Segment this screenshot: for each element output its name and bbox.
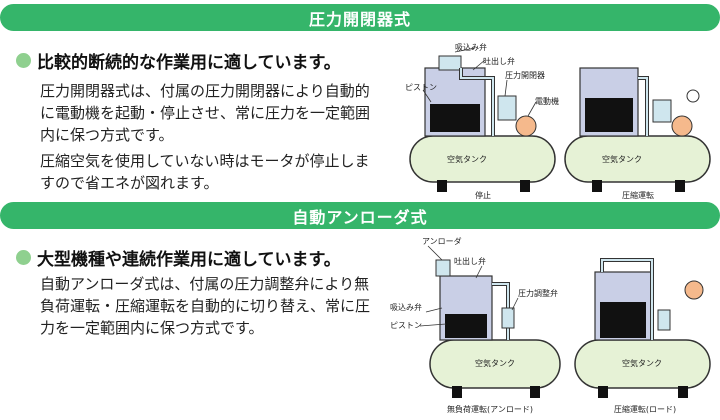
- label-intake-valve: 吸込み弁: [390, 302, 422, 312]
- label-pressure-switch: 圧力開閉器: [505, 70, 545, 80]
- section-banner-pressure-switch: 圧力開閉器式: [0, 4, 720, 31]
- label-pressure-regulator: 圧力調整弁: [518, 288, 558, 298]
- section-title: 圧力開閉器式: [308, 9, 411, 29]
- caption-load: 圧縮運転(ロード): [614, 404, 676, 414]
- label-tank: 空気タンク: [447, 154, 487, 164]
- heading-text: 大型機種や連続作業用に適しています。: [37, 250, 341, 270]
- caption-compression-running: 圧縮運転: [622, 190, 654, 200]
- label-piston: ピストン: [390, 321, 422, 330]
- caption-stop: 停止: [475, 190, 491, 200]
- paragraph: 圧縮空気を使用していない時はモータが停止しますので省エネが図れます。: [40, 152, 370, 192]
- caption-unload: 無負荷運転(アンロード): [447, 404, 533, 414]
- pressure-switch-diagram: 吸込み弁 吐出し弁 圧力開閉器 ピストン 電動機 空気タンク 停止 空気タンク …: [405, 42, 711, 200]
- compressor-unload: アンローダ 吐出し弁 圧力調整弁 吸込み弁 ピストン 空気タンク 無負荷運転(ア…: [390, 236, 561, 414]
- section-description: 自動アンローダ式は、付属の圧力調整弁により無負荷運転・圧縮運転を自動的に切り替え…: [40, 273, 370, 339]
- label-piston: ピストン: [405, 83, 437, 92]
- label-motor: 電動機: [535, 96, 559, 106]
- heading-text: 比較的断続的な作業用に適しています。: [37, 53, 341, 73]
- section-banner-auto-unloader: 自動アンローダ式: [0, 202, 720, 229]
- label-tank: 空気タンク: [475, 358, 515, 368]
- compressor-running: 空気タンク 圧縮運転: [564, 67, 711, 200]
- auto-unloader-diagram: アンローダ 吐出し弁 圧力調整弁 吸込み弁 ピストン 空気タンク 無負荷運転(ア…: [390, 236, 711, 414]
- paragraph: 自動アンローダ式は、付属の圧力調整弁により無負荷運転・圧縮運転を自動的に切り替え…: [40, 275, 371, 337]
- compressor-stopped: 吸込み弁 吐出し弁 圧力開閉器 ピストン 電動機 空気タンク 停止: [405, 42, 559, 200]
- label-intake-valve: 吸込み弁: [455, 42, 487, 52]
- paragraph: 圧力開閉器式は、付属の圧力開閉器により自動的に電動機を起動・停止させ、常に圧力を…: [40, 82, 371, 144]
- label-exhaust-valve: 吐出し弁: [454, 256, 486, 266]
- section-title: 自動アンローダ式: [292, 207, 428, 227]
- section-description: 圧力開閉器式は、付属の圧力開閉器により自動的に電動機を起動・停止させ、常に圧力を…: [40, 80, 370, 194]
- section-heading: 比較的断続的な作業用に適しています。: [16, 48, 341, 73]
- label-tank: 空気タンク: [622, 358, 662, 368]
- label-exhaust-valve: 吐出し弁: [483, 56, 515, 66]
- compressor-load: 空気タンク 圧縮運転(ロード): [574, 258, 711, 414]
- label-tank: 空気タンク: [602, 154, 642, 164]
- label-unloader: アンローダ: [422, 236, 462, 246]
- section-heading: 大型機種や連続作業用に適しています。: [16, 245, 341, 270]
- bullet-dot-icon: [16, 53, 31, 68]
- bullet-dot-icon: [16, 250, 31, 265]
